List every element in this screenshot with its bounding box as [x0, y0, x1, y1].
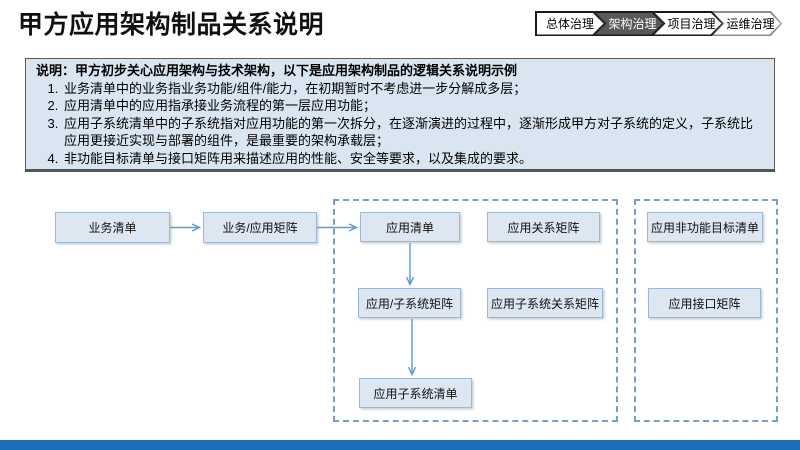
breadcrumb-step-project-governance[interactable]: 项目治理	[653, 11, 723, 36]
node-app-subsystem-relation-matrix: 应用子系统关系矩阵	[487, 288, 603, 318]
breadcrumb: 总体治理 架构治理 项目治理 运维治理	[535, 11, 782, 36]
explanation-item: 应用清单中的应用指承接业务流程的第一层应用功能；	[62, 97, 764, 115]
breadcrumb-step-architecture-governance[interactable]: 架构治理	[594, 11, 664, 36]
node-app-interface-matrix: 应用接口矩阵	[648, 288, 761, 318]
explanation-item: 非功能目标清单与接口矩阵用来描述应用的性能、安全等要求，以及集成的要求。	[62, 150, 764, 168]
breadcrumb-step-ops-governance[interactable]: 运维治理	[712, 11, 782, 36]
node-app-list: 应用清单	[360, 212, 460, 242]
node-app-subsystem-list: 应用子系统清单	[359, 378, 472, 408]
application-artifacts-group	[333, 199, 618, 422]
explanation-list: 业务清单中的业务指业务功能/组件/能力，在初期暂时不考虑进一步分解成多层； 应用…	[36, 80, 764, 168]
node-app-nonfunctional-goal-list: 应用非功能目标清单	[647, 212, 763, 242]
node-app-relation-matrix: 应用关系矩阵	[487, 212, 600, 242]
breadcrumb-step-label: 总体治理	[545, 17, 594, 31]
chevron-fill	[655, 13, 722, 35]
footer-accent-bar	[0, 440, 800, 450]
breadcrumb-step-overall-governance[interactable]: 总体治理	[535, 11, 605, 36]
explanation-item: 业务清单中的业务指业务功能/组件/能力，在初期暂时不考虑进一步分解成多层；	[62, 80, 764, 98]
explanation-box: 说明：甲方初步关心应用架构与技术架构，以下是应用架构制品的逻辑关系说明示例 业务…	[25, 58, 775, 172]
chevron-fill	[714, 13, 781, 35]
node-business-app-matrix: 业务/应用矩阵	[203, 212, 317, 243]
node-app-subsystem-matrix: 应用/子系统矩阵	[358, 288, 461, 318]
chevron-fill	[596, 13, 663, 35]
explanation-item: 应用子系统清单中的子系统指对应用功能的第一次拆分，在逐渐演进的过程中，逐渐形成甲…	[62, 115, 764, 150]
node-business-list: 业务清单	[55, 212, 170, 243]
breadcrumb-step-label: 运维治理	[726, 17, 775, 31]
breadcrumb-step-label: 项目治理	[667, 17, 716, 31]
explanation-heading: 说明：甲方初步关心应用架构与技术架构，以下是应用架构制品的逻辑关系说明示例	[36, 63, 518, 78]
page-title: 甲方应用架构制品关系说明	[18, 11, 325, 39]
chevron-fill	[537, 13, 604, 35]
nonfunctional-interface-group	[634, 199, 778, 422]
breadcrumb-step-label: 架构治理	[608, 17, 657, 31]
